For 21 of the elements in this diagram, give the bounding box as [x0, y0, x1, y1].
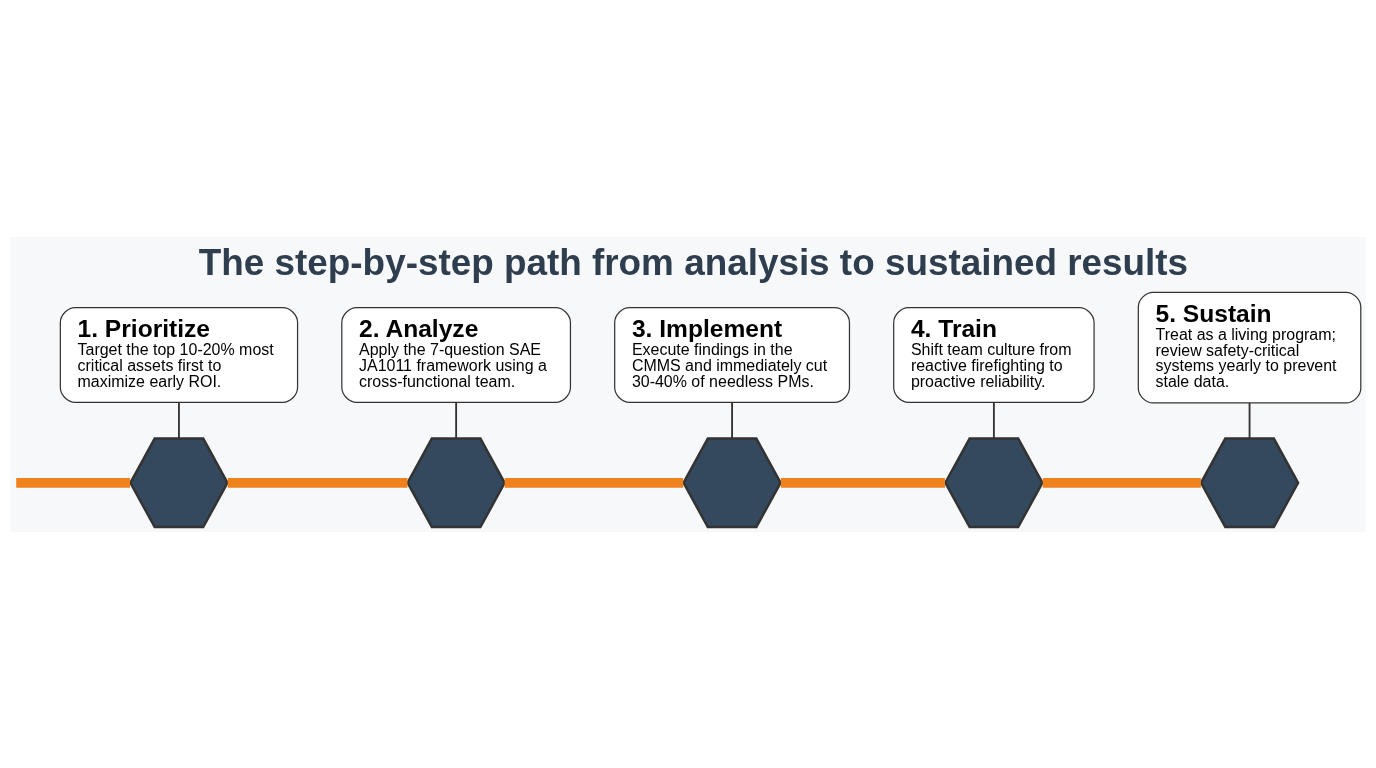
connector — [504, 477, 684, 488]
node-hexagon — [406, 436, 507, 528]
node-hexagon — [943, 436, 1044, 528]
node-box: 5. Sustain Treat as a living program; review safety-critical systems yearly to prevent stale data. — [1137, 291, 1362, 404]
node-box: 4. Train Shift team culture from reactive firefighting to proactive reliability. — [893, 306, 1095, 403]
connector — [780, 477, 945, 488]
node-hexagon — [682, 436, 783, 528]
connector — [731, 401, 733, 439]
connector — [455, 401, 458, 439]
connector — [16, 477, 131, 488]
node-box: 1. Prioritize Target the top 10-20% most critical assets first to maximize early ROI. — [59, 306, 299, 403]
connector — [1248, 401, 1251, 439]
connector — [992, 401, 995, 439]
connector — [1042, 477, 1201, 488]
node-hexagon — [129, 436, 229, 528]
node-hexagon — [1199, 436, 1300, 528]
diagram-title: The step-by-step path from analysis to sustained results — [198, 241, 1189, 283]
connector — [178, 401, 180, 439]
node-box: 2. Analyze Apply the 7-question SAE JA1011 framework using a cross-functional team. — [341, 306, 572, 403]
connector — [227, 477, 408, 488]
node-box: 3. Implement Execute findings in the CMMS and immediately cut 30-40% of needless PMs. — [614, 306, 851, 403]
